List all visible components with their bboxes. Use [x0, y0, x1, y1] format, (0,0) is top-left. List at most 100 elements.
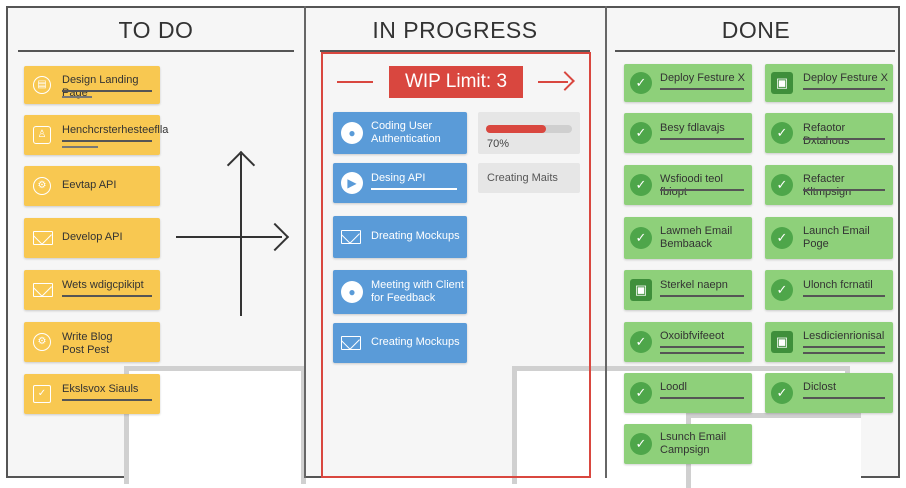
- checkbox-icon: ✓: [33, 385, 51, 403]
- done-card[interactable]: ✓ Oxoibfvifeeot: [624, 322, 752, 362]
- card-label: Ulonch fcrnatil: [803, 279, 873, 291]
- check-icon: ✓: [771, 279, 793, 301]
- done-card[interactable]: ✓ Wsfioodi teol fbiopt: [624, 165, 752, 205]
- done-card[interactable]: ✓ Refaotor Dxtahous: [765, 113, 893, 153]
- done-card[interactable]: ✓ Lawmeh Email Bembaack: [624, 217, 752, 259]
- done-card[interactable]: ✓ Lsunch Email Campsign: [624, 424, 752, 464]
- card-line: [803, 295, 885, 297]
- card-label: Diclost: [803, 381, 837, 393]
- todo-card[interactable]: ✓ Ekslsvox Siauls: [24, 374, 160, 414]
- horizontal-arrow-line: [176, 236, 282, 238]
- done-card[interactable]: ▣ Sterkel naepn: [624, 270, 752, 310]
- envelope-icon: [33, 231, 53, 245]
- card-label: Coding User Authentication: [371, 120, 441, 145]
- progress-percent: 70%: [487, 138, 510, 150]
- card-label: Wsfioodi teol fbiopt: [660, 173, 723, 198]
- card-label: Lsunch Email Campsign: [660, 431, 727, 456]
- todo-card[interactable]: ⚙ Eevtap API: [24, 166, 160, 206]
- column-title-in-progress: IN PROGRESS: [372, 17, 538, 43]
- column-title-todo: TO DO: [118, 17, 194, 43]
- card-line: [62, 146, 98, 148]
- card-label: Sterkel naepn: [660, 279, 728, 291]
- todo-card[interactable]: Wets wdigcpikipt: [24, 270, 160, 310]
- card-line: [803, 352, 885, 354]
- card-line: [660, 88, 744, 90]
- card-line: [62, 90, 152, 92]
- card-line: [660, 295, 744, 297]
- done-card[interactable]: ✓ Diclost: [765, 373, 893, 413]
- card-label: Eevtap API: [62, 179, 117, 191]
- progress-bar-track: [486, 125, 572, 133]
- envelope-icon: [33, 283, 53, 297]
- column-rule: [18, 50, 294, 52]
- check-icon: ✓: [630, 174, 652, 196]
- card-line: [371, 188, 457, 190]
- card-line: [660, 346, 744, 348]
- card-line: [62, 399, 152, 401]
- card-label: Desing API: [371, 172, 426, 184]
- card-line: [803, 189, 885, 191]
- card-line: [62, 295, 152, 297]
- card-line: [660, 352, 744, 354]
- card-label: Besy fdlavajs: [660, 122, 725, 134]
- done-card[interactable]: ✓ Besy fdlavajs: [624, 113, 752, 153]
- check-icon: ✓: [630, 433, 652, 455]
- card-label: Lawmeh Email Bembaack: [660, 225, 733, 250]
- envelope-icon: [341, 336, 361, 350]
- card-label: Dreating Mockups: [371, 230, 460, 242]
- done-card[interactable]: ✓ Launch Email Poge: [765, 217, 893, 259]
- column-rule: [615, 50, 895, 52]
- card-label: Wets wdigcpikipt: [62, 279, 144, 291]
- todo-card[interactable]: ⚙ Write Blog Post Pest: [24, 322, 160, 362]
- check-icon: ✓: [771, 174, 793, 196]
- done-card[interactable]: ✓ Ulonch fcrnatil: [765, 270, 893, 310]
- in-progress-card[interactable]: ● Meeting with Client for Feedback: [333, 270, 467, 314]
- todo-card[interactable]: ▤ Design Landing Page: [24, 66, 160, 104]
- column-divider: [605, 6, 607, 478]
- play-icon: ▶: [341, 172, 363, 194]
- side-task-label: Creating Maits: [487, 172, 558, 184]
- card-line: [660, 138, 744, 140]
- done-card[interactable]: ▣ Deploy Festure X: [765, 64, 893, 102]
- card-label: Deploy Festure X: [803, 72, 888, 84]
- check-icon: ✓: [771, 122, 793, 144]
- wip-limit-badge: WIP Limit: 3: [389, 66, 523, 98]
- card-label: Develop API: [62, 231, 123, 243]
- card-label: Ekslsvox Siauls: [62, 383, 139, 395]
- wip-line-left: [337, 81, 373, 83]
- card-label: Write Blog Post Pest: [62, 331, 113, 356]
- todo-card[interactable]: Develop API: [24, 218, 160, 258]
- card-line: [660, 397, 744, 399]
- column-title-done: DONE: [721, 17, 791, 43]
- in-progress-card[interactable]: Dreating Mockups: [333, 216, 467, 258]
- lock-icon: ▣: [771, 331, 793, 353]
- card-label: Lesdicienrionisal: [803, 330, 885, 342]
- check-icon: ✓: [771, 227, 793, 249]
- wip-line-right: [538, 81, 568, 83]
- check-icon: ✓: [630, 331, 652, 353]
- done-card[interactable]: ▣ Lesdicienrionisal: [765, 322, 893, 362]
- done-card[interactable]: ✓ Deploy Festure X: [624, 64, 752, 102]
- check-icon: ✓: [630, 382, 652, 404]
- progress-bar-fill: [486, 125, 547, 133]
- card-line: [62, 96, 92, 98]
- check-icon: ✓: [630, 122, 652, 144]
- card-label: Launch Email Poge: [803, 225, 870, 250]
- vertical-arrow-line: [240, 154, 242, 316]
- user-icon: ●: [341, 281, 363, 303]
- check-icon: ✓: [630, 72, 652, 94]
- side-task-panel[interactable]: [478, 163, 580, 193]
- done-card[interactable]: ✓ Loodl: [624, 373, 752, 413]
- in-progress-card[interactable]: ● Coding User Authentication: [333, 112, 467, 154]
- in-progress-card[interactable]: ▶ Desing API: [333, 163, 467, 203]
- card-line: [803, 88, 885, 90]
- card-line: [803, 346, 885, 348]
- document-icon: ▤: [33, 76, 51, 94]
- card-line: [803, 397, 885, 399]
- done-card[interactable]: ✓ Refacter Kltmpsign: [765, 165, 893, 205]
- lock-icon: ▣: [630, 279, 652, 301]
- todo-card[interactable]: ♙ Henchcrsterhesteeflla: [24, 115, 168, 155]
- user-icon: ●: [341, 122, 363, 144]
- in-progress-card[interactable]: Creating Mockups: [333, 323, 467, 363]
- wip-limit-frame: [321, 52, 591, 478]
